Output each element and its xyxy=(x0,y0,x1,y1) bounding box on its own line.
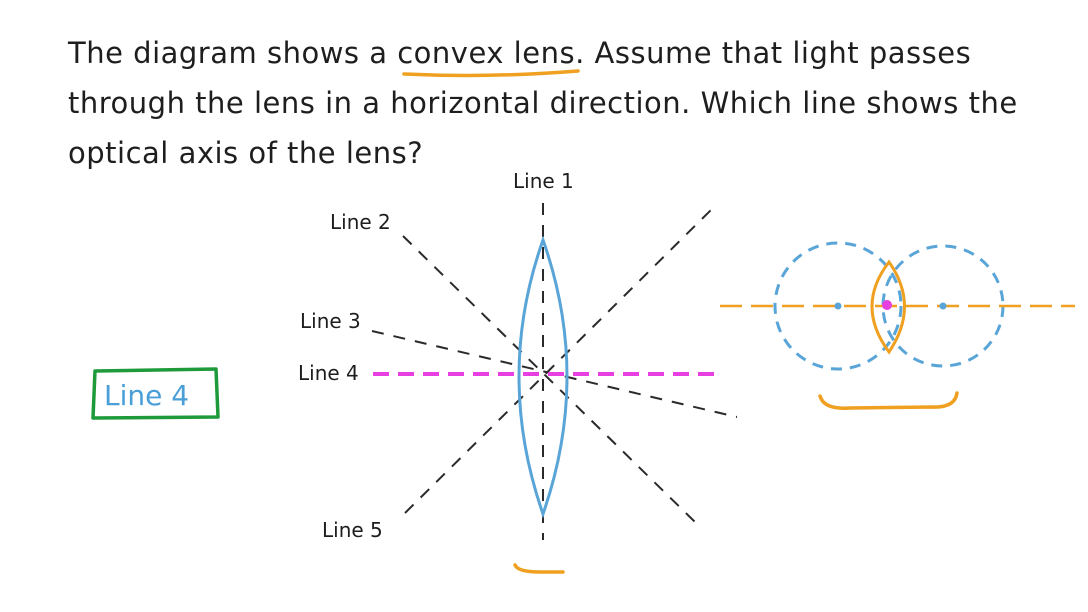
convex-lens xyxy=(517,235,569,519)
construction-lens xyxy=(870,259,906,355)
label-line-5: Line 5 xyxy=(322,518,383,542)
label-line-1: Line 1 xyxy=(513,169,574,193)
question-part-2: . Assume that light passes through the l… xyxy=(68,36,1018,170)
center-dot-right xyxy=(939,302,947,310)
question-part-1: The diagram shows a xyxy=(68,36,398,70)
construction-circle-left xyxy=(773,241,903,371)
answer-text: Line 4 xyxy=(104,379,189,412)
label-line-4: Line 4 xyxy=(298,361,359,385)
question-text: The diagram shows a convex lens. Assume … xyxy=(68,28,1078,178)
lens-base-mark xyxy=(513,563,565,574)
line-2 xyxy=(402,235,696,523)
construction-brace xyxy=(818,391,959,410)
label-line-2: Line 2 xyxy=(330,210,391,234)
lens-center-dot xyxy=(882,300,892,310)
answer-box xyxy=(91,367,220,420)
convex-lens-term: convex lens xyxy=(397,36,576,70)
center-dot-left xyxy=(834,302,842,310)
line-5 xyxy=(404,205,716,514)
highlight-underline xyxy=(402,69,580,78)
label-line-3: Line 3 xyxy=(300,309,361,333)
